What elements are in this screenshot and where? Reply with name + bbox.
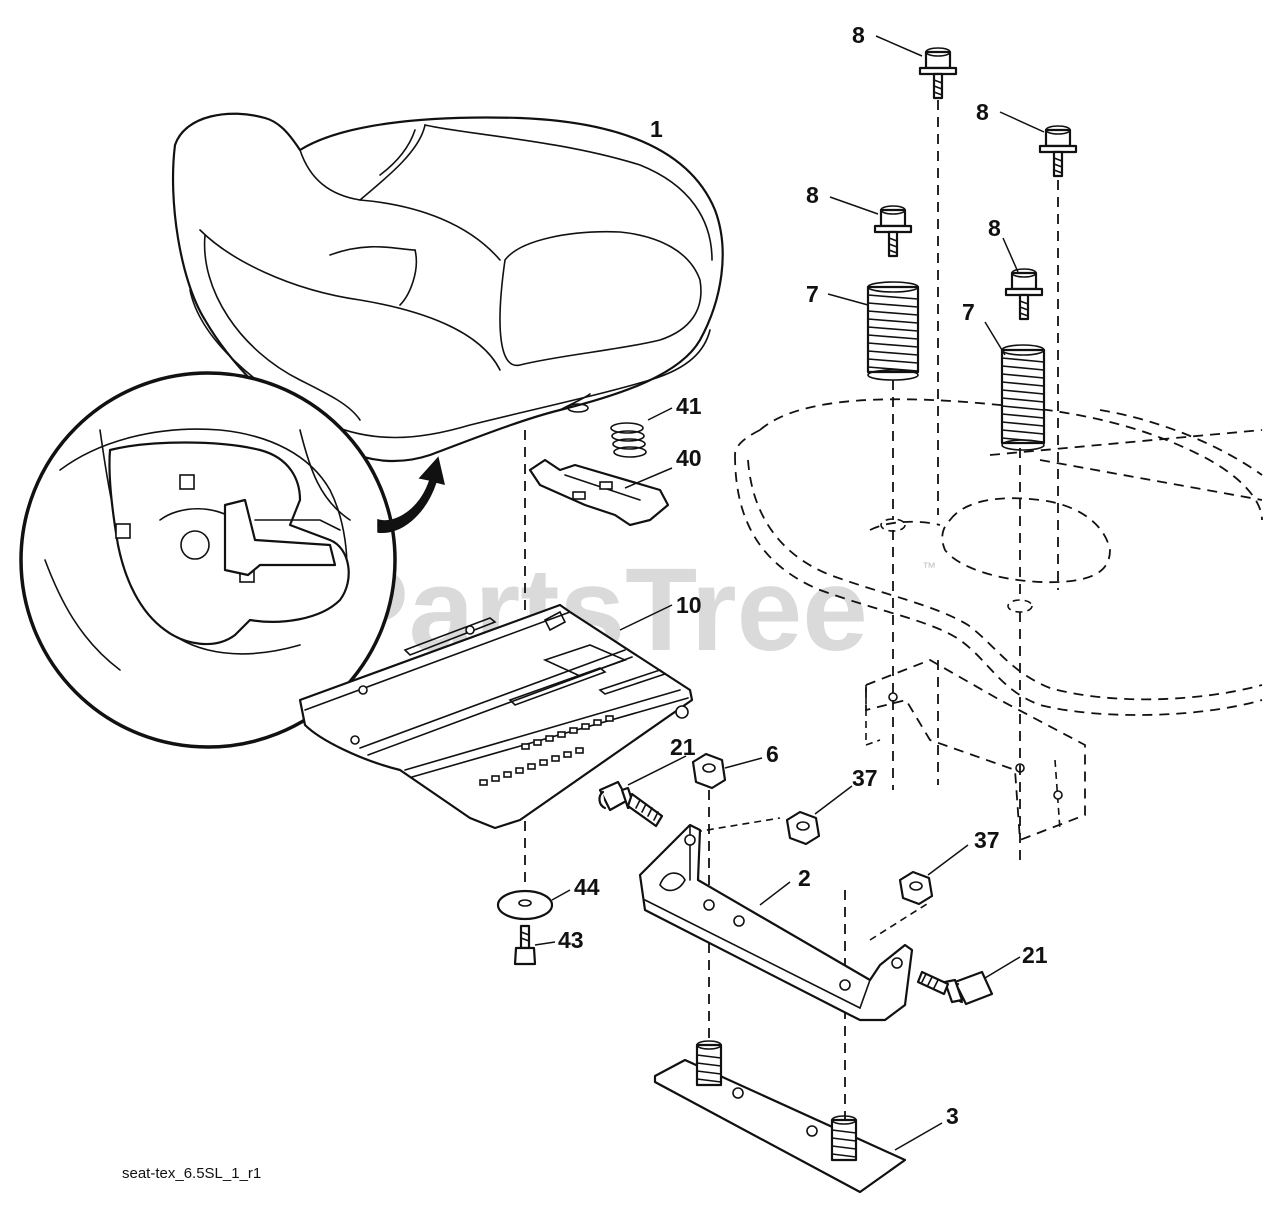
screw-43 <box>513 924 556 966</box>
callout-8-c: 8 <box>806 182 819 208</box>
seat <box>171 112 724 463</box>
small-spring <box>610 407 673 458</box>
callout-40: 40 <box>676 445 702 471</box>
bolt-8-a <box>875 35 958 100</box>
callout-41: 41 <box>676 393 702 419</box>
callout-8-a: 8 <box>852 22 865 48</box>
detail-arrow-icon <box>377 456 446 533</box>
drawing-code: seat-tex_6.5SL_1_r1 <box>122 1165 261 1182</box>
washer-44 <box>496 889 571 921</box>
spring-left <box>827 281 920 381</box>
callout-10: 10 <box>676 592 702 618</box>
callout-7-right: 7 <box>962 299 975 325</box>
callout-6: 6 <box>766 741 779 767</box>
callout-1: 1 <box>650 116 663 142</box>
nut-6 <box>691 752 763 790</box>
switch-bracket <box>528 458 673 527</box>
nut-37-lower <box>898 844 969 906</box>
callout-8-d: 8 <box>988 215 1001 241</box>
base-plate <box>653 1040 943 1194</box>
bolt-8-d <box>1002 237 1044 321</box>
callout-7-left: 7 <box>806 281 819 307</box>
frame-bracket-outline <box>865 659 1086 842</box>
callout-43: 43 <box>558 927 584 953</box>
watermark-trademark: ™ <box>922 559 936 575</box>
callout-37-lower: 37 <box>974 827 1000 853</box>
callout-37-upper: 37 <box>852 765 878 791</box>
seat-pan <box>298 603 694 830</box>
spring-right <box>984 321 1046 451</box>
seat-pan-adjust-slots <box>479 715 614 786</box>
callout-2: 2 <box>798 865 811 891</box>
callout-8-b: 8 <box>976 99 989 125</box>
bolt-8-b <box>999 111 1078 178</box>
bolt-8-c <box>829 196 913 258</box>
callout-3: 3 <box>946 1103 959 1129</box>
bolt-21-left <box>598 755 687 828</box>
bolt-21-right <box>916 956 1021 1006</box>
callout-21-right: 21 <box>1022 942 1048 968</box>
callout-44: 44 <box>574 874 600 900</box>
seat-bracket <box>638 823 914 1022</box>
nut-37-upper <box>785 785 853 846</box>
detail-inset <box>19 371 397 749</box>
callout-labels: 1 8 8 8 8 7 7 41 40 10 21 6 37 37 2 44 4… <box>558 22 1048 1129</box>
callout-21-left: 21 <box>670 734 696 760</box>
